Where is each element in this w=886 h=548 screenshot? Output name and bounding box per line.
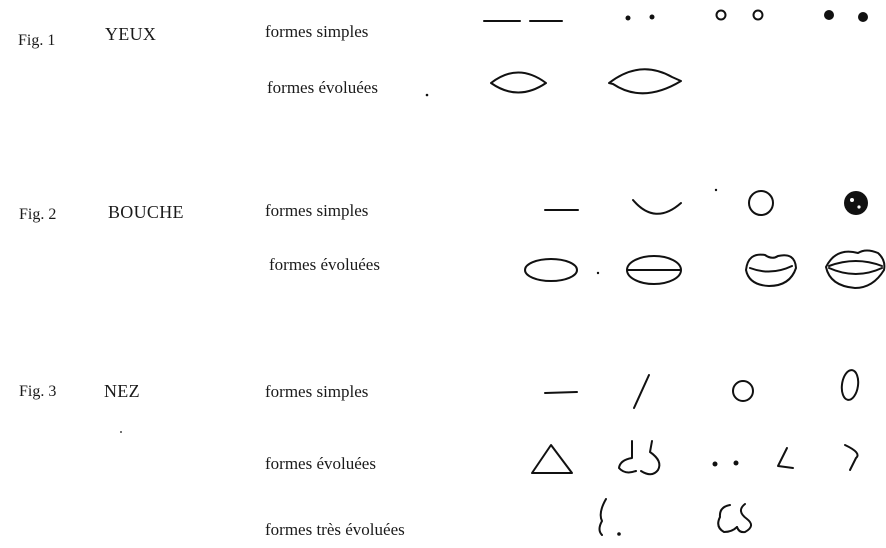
nose-profile-icon: [619, 441, 659, 474]
eyes-small-circles-icon: [717, 11, 763, 20]
eye-almond-icon: [491, 73, 546, 93]
mouth-circle-icon: [749, 191, 773, 215]
nose-slash-icon: [634, 375, 649, 408]
nose-profile-curve-icon: [600, 499, 621, 536]
nose-dash-icon: [545, 392, 577, 393]
mouth-lips-icon: [746, 255, 796, 286]
nose-triangle-icon: [532, 445, 572, 473]
stray-dot: [715, 189, 717, 191]
mouth-ellipse-split-icon: [627, 256, 681, 284]
nose-angle-icon: [778, 448, 793, 468]
nose-nostrils-icon: [713, 461, 739, 467]
eye-almond-corners-icon: [609, 69, 681, 93]
nose-chevron-icon: [845, 445, 858, 470]
mouth-ellipse-icon: [525, 259, 577, 281]
nose-oval-icon: [840, 369, 860, 401]
nose-circle-icon: [733, 381, 753, 401]
stray-dot: [426, 94, 429, 97]
stray-dot: [597, 272, 599, 274]
eyes-pupils-icon: [824, 10, 868, 22]
nose-double-nostril-icon: [718, 504, 751, 532]
mouth-filled-circle-icon: [844, 191, 868, 215]
eyes-dots-icon: [626, 15, 655, 21]
stray-dot: [120, 431, 122, 433]
mouth-smile-icon: [633, 200, 681, 214]
mouth-full-lips-icon: [826, 251, 884, 289]
